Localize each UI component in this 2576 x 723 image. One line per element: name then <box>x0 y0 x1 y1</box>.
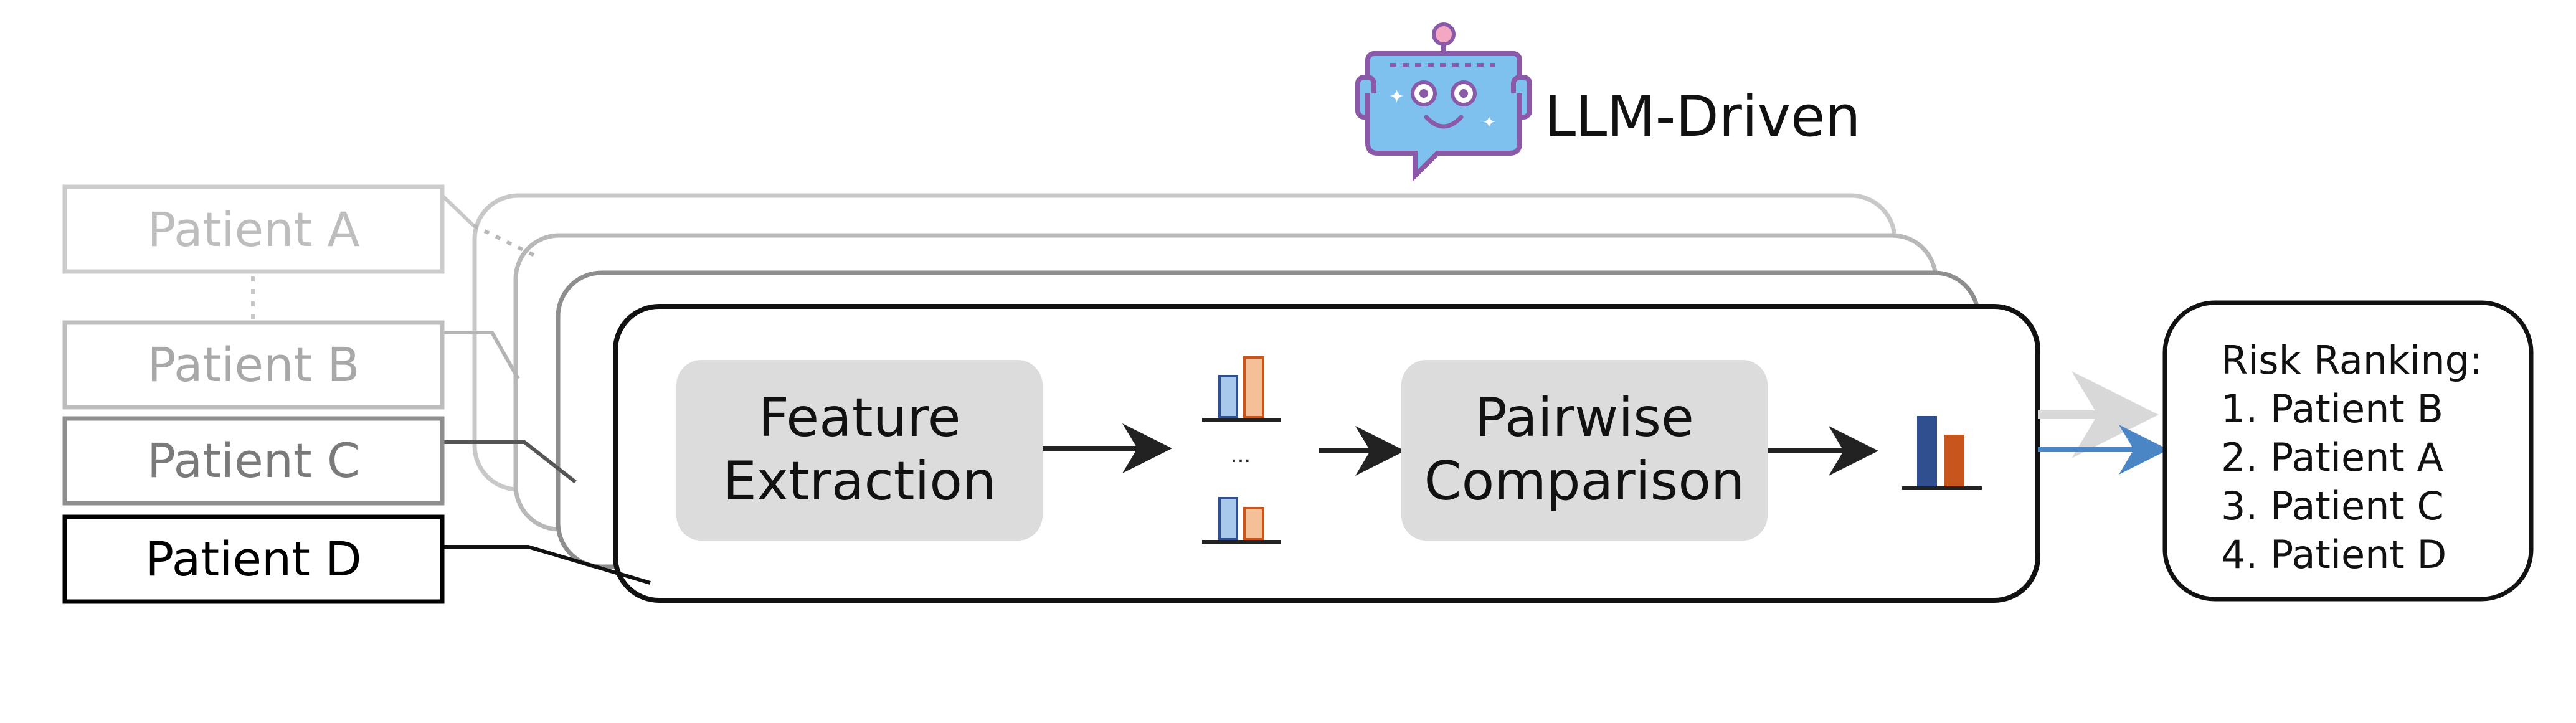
risk-ranking-title: Risk Ranking: <box>2221 338 2483 383</box>
svg-text:✦: ✦ <box>1389 86 1404 108</box>
risk-ranking-item-1: 1. Patient B <box>2221 386 2443 432</box>
patient-b-label: Patient B <box>148 337 360 392</box>
pairwise-line1: Pairwise <box>1475 387 1694 449</box>
svg-text:✦: ✦ <box>1482 113 1496 132</box>
risk-score-bars-icon <box>1902 416 1982 490</box>
feature-extraction-block: Feature Extraction <box>676 360 1043 541</box>
risk-ranking-item-4: 4. Patient D <box>2221 532 2446 577</box>
feature-ellipsis: ... <box>1231 443 1251 468</box>
patient-c-label: Patient C <box>147 433 360 488</box>
connector-patient-a <box>440 194 475 227</box>
patient-box-c: Patient C <box>62 416 445 506</box>
patient-box-b: Patient B <box>62 320 445 410</box>
llm-driven-label: LLM-Driven <box>1545 84 1860 149</box>
risk-ranking-item-2: 2. Patient A <box>2221 435 2443 480</box>
connector-patient-d <box>442 545 651 585</box>
pairwise-comparison-block: Pairwise Comparison <box>1401 360 1768 541</box>
feature-bars-bottom-icon <box>1202 497 1281 544</box>
patient-box-d: Patient D <box>62 514 445 604</box>
patient-d-label: Patient D <box>145 531 361 587</box>
risk-ranking-item-3: 3. Patient C <box>2221 483 2444 529</box>
feature-extraction-line1: Feature <box>759 387 961 449</box>
connector-patient-b <box>442 331 520 380</box>
feature-bars-top-icon <box>1202 356 1281 422</box>
patient-a-label: Patient A <box>148 202 360 257</box>
patient-box-a: Patient A <box>62 184 445 274</box>
feature-extraction-line2: Extraction <box>722 450 996 513</box>
llm-robot-icon: ✦ ✦ <box>1355 22 1532 182</box>
pairwise-line2: Comparison <box>1424 450 1745 513</box>
connector-patient-c <box>442 440 577 484</box>
risk-ranking-box: Risk Ranking: 1. Patient B 2. Patient A … <box>2162 300 2534 602</box>
